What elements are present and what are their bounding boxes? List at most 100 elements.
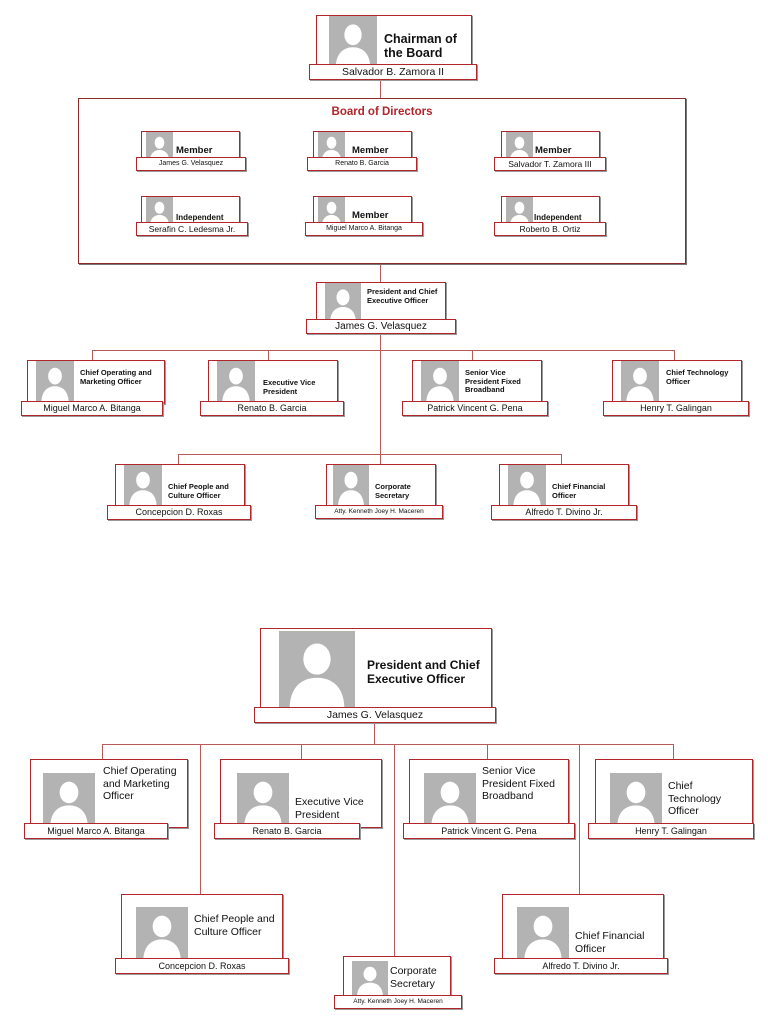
position-title: Member (352, 145, 389, 156)
org-card-officer: Corporate Secretary (343, 956, 451, 998)
person-silhouette-icon (244, 781, 282, 827)
avatar (325, 283, 361, 323)
person-name: James G. Velasquez (254, 707, 496, 723)
connector-line (394, 744, 395, 956)
avatar (421, 361, 459, 403)
org-card-officer: Chief Operating and Marketing Officer (27, 360, 165, 404)
avatar (352, 961, 388, 997)
position-title: Corporate Secretary (390, 965, 437, 990)
avatar (136, 907, 188, 961)
person-silhouette-icon (626, 367, 654, 403)
person-name: Patrick Vincent G. Pena (403, 823, 575, 839)
person-silhouette-icon (222, 367, 250, 403)
connector-line (92, 350, 674, 351)
person-silhouette-icon (431, 781, 469, 827)
person-name: James G. Velasquez (306, 319, 456, 334)
position-title: Executive Vice President (263, 378, 316, 396)
avatar (237, 773, 289, 827)
position-title: Chief Financial Officer (575, 930, 645, 955)
avatar (517, 907, 569, 961)
person-name: Roberto B. Ortiz (494, 222, 606, 236)
person-name: Renato B. Garcia (214, 823, 360, 839)
org-card-president: President and Chief Executive Officer (260, 628, 492, 710)
org-card-officer: Executive Vice President (220, 759, 382, 828)
position-title: Corporate Secretary (375, 482, 411, 500)
org-card-officer: Chief Operating and Marketing Officer (30, 759, 188, 828)
person-silhouette-icon (289, 643, 345, 709)
avatar (610, 773, 662, 827)
avatar (217, 361, 255, 403)
position-title: Independent (176, 213, 224, 222)
person-name: Alfredo T. Divino Jr. (494, 958, 668, 974)
person-silhouette-icon (50, 781, 88, 827)
org-card-officer: Senior Vice President Fixed Broadband (412, 360, 542, 404)
position-title: Chief Operating and Marketing Officer (103, 765, 177, 803)
person-silhouette-icon (524, 915, 562, 961)
position-title: Independent (534, 213, 582, 222)
person-name: Miguel Marco A. Bitanga (305, 222, 423, 236)
org-card-officer: Senior Vice President Fixed Broadband (409, 759, 569, 828)
board-of-directors-panel: Board of Directors (78, 98, 686, 264)
connector-line (200, 744, 201, 894)
avatar (621, 361, 659, 403)
person-silhouette-icon (330, 289, 356, 323)
position-title: Member (535, 145, 572, 156)
position-title: Chairman of the Board (384, 32, 457, 61)
person-silhouette-icon (617, 781, 655, 827)
org-card-officer: Chief People and Culture Officer (115, 464, 245, 508)
connector-line (380, 334, 381, 464)
position-title: Executive Vice President (295, 796, 364, 821)
position-title: Senior Vice President Fixed Broadband (465, 368, 521, 395)
position-title: Chief Operating and Marketing Officer (80, 368, 152, 386)
avatar (333, 465, 369, 507)
position-title: Member (176, 145, 213, 156)
org-card-officer: Chief Financial Officer (499, 464, 629, 508)
person-name: Atty. Kenneth Joey H. Maceren (315, 505, 443, 519)
person-silhouette-icon (513, 471, 541, 507)
connector-line (380, 262, 381, 282)
person-name: Salvador T. Zamora III (494, 157, 606, 171)
position-title: Member (352, 210, 389, 221)
person-name: Alfredo T. Divino Jr. (491, 505, 637, 520)
position-title: Chief People and Culture Officer (168, 482, 229, 500)
org-card-president: President and Chief Executive Officer (316, 282, 446, 324)
connector-line (102, 744, 103, 759)
person-name: Henry T. Galingan (588, 823, 754, 839)
connector-line (673, 744, 674, 759)
person-silhouette-icon (41, 367, 69, 403)
position-title: Chief Technology Officer (666, 368, 729, 386)
person-name: Renato B. Garcia (200, 401, 344, 416)
person-name: Atty. Kenneth Joey H. Maceren (334, 995, 462, 1009)
org-card-officer: Executive Vice President (208, 360, 338, 404)
person-name: Henry T. Galingan (603, 401, 749, 416)
person-silhouette-icon (129, 471, 157, 507)
connector-line (178, 454, 179, 464)
connector-line (374, 723, 375, 744)
connector-line (92, 350, 93, 360)
position-title: President and Chief Executive Officer (367, 287, 438, 305)
connector-line (178, 454, 562, 455)
person-name: Patrick Vincent G. Pena (402, 401, 548, 416)
connector-line (268, 350, 269, 360)
connector-line (487, 744, 488, 759)
org-card-officer: Chief Financial Officer (502, 894, 664, 962)
position-title: Senior Vice President Fixed Broadband (482, 765, 555, 803)
position-title: Chief People and Culture Officer (194, 913, 275, 938)
org-card-officer: Corporate Secretary (326, 464, 436, 508)
position-title: Chief Financial Officer (552, 482, 606, 500)
person-name: Salvador B. Zamora II (309, 64, 477, 80)
person-name: Concepcion D. Roxas (115, 958, 289, 974)
position-title: Chief Technology Officer (668, 780, 722, 818)
connector-line (561, 454, 562, 464)
person-silhouette-icon (426, 367, 454, 403)
connector-line (301, 744, 302, 759)
person-name: Miguel Marco A. Bitanga (21, 401, 163, 416)
avatar (508, 465, 546, 507)
org-card-chairman: Chairman of the Board (316, 15, 472, 69)
board-title: Board of Directors (331, 106, 433, 118)
org-card-officer: Chief Technology Officer (595, 759, 753, 828)
person-name: Renato B. Garcia (307, 157, 417, 171)
avatar (124, 465, 162, 507)
person-silhouette-icon (143, 915, 181, 961)
connector-line (674, 350, 675, 360)
